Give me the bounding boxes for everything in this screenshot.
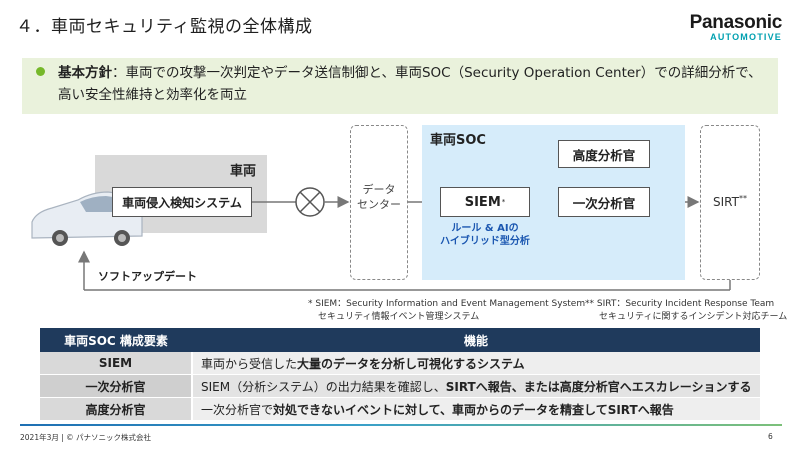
page-number: 6 xyxy=(768,432,773,441)
table-cell-element: SIEM xyxy=(40,352,193,375)
siem-mark: * xyxy=(501,198,506,206)
table-cell-function: 一次分析官で対処できないイベントに対して、車両からのデータを精査してSIRTへ報… xyxy=(192,397,760,421)
footnote-siem-line2: セキュリティ情報イベント管理システム xyxy=(318,312,480,322)
data-center-line1: データ xyxy=(362,183,396,196)
data-center-box xyxy=(350,125,408,280)
function-plain: 車両から受信した xyxy=(201,356,298,371)
logo-sub-text: AUTOMOTIVE xyxy=(710,32,782,42)
bullet-icon xyxy=(36,67,45,76)
footer-divider xyxy=(20,424,782,426)
function-bold: 対処できないイベントに対して、車両からのデータを精査してSIRTへ報告 xyxy=(273,402,674,417)
footnote-siem-line1: * SIEM：Security Information and Event Ma… xyxy=(308,299,586,309)
table-row: 一次分析官 SIEM（分析システム）の出力結果を確認し、SIRTへ報告、または高… xyxy=(40,374,760,398)
sirt-label: SIRT** xyxy=(700,194,760,209)
vehicle-label: 車両 xyxy=(230,164,257,179)
function-bold: SIRTへ報告、または高度分析官へエスカレーションする xyxy=(445,379,752,394)
logo-main-text: Panasonic xyxy=(689,12,783,33)
siem-label: SIEM xyxy=(464,194,501,210)
function-plain: SIEM（分析システム）の出力結果を確認し、 xyxy=(201,379,446,394)
software-update-label: ソフトアップデート xyxy=(98,270,197,283)
soc-label: 車両SOC xyxy=(430,133,486,148)
function-bold: 大量のデータを分析し可視化するシステム xyxy=(297,356,525,371)
policy-text: 基本方針：車両での攻撃一次判定やデータ送信制御と、車両SOC（Security … xyxy=(58,62,770,106)
data-center-label: データ センター xyxy=(350,182,408,212)
footer-copyright: 2021年3月 | © パナソニック株式会社 xyxy=(20,433,152,442)
footnote-sirt-line2: セキュリティに関するインシデント対応チーム xyxy=(599,312,788,322)
initial-analyst-box: 一次分析官 xyxy=(558,187,650,217)
siem-caption-line2: ハイブリッド型分析 xyxy=(440,236,530,247)
advanced-analyst-box: 高度分析官 xyxy=(558,140,650,168)
footnote-siem: * SIEM：Security Information and Event Ma… xyxy=(308,298,585,324)
policy-body: ：車両での攻撃一次判定やデータ送信制御と、車両SOC（Security Oper… xyxy=(58,65,762,103)
policy-box: 基本方針：車両での攻撃一次判定やデータ送信制御と、車両SOC（Security … xyxy=(22,58,778,114)
sirt-box xyxy=(700,125,760,280)
footnote-sirt: ** SIRT：Security Incident Response Team … xyxy=(585,298,787,324)
table-header-row: 車両SOC 構成要素 機能 xyxy=(40,328,760,352)
soc-components-table: 車両SOC 構成要素 機能 SIEM 車両から受信した大量のデータを分析し可視化… xyxy=(40,328,760,421)
table-cell-element: 一次分析官 xyxy=(40,374,193,398)
table-header-element: 車両SOC 構成要素 xyxy=(40,328,192,352)
policy-label: 基本方針 xyxy=(58,65,112,81)
panasonic-logo: Panasonic AUTOMOTIVE xyxy=(689,12,783,42)
table-header-function: 機能 xyxy=(192,328,760,352)
slide-title: ４．車両セキュリティ監視の全体構成 xyxy=(16,17,313,37)
siem-caption: ルール & AIの ハイブリッド型分析 xyxy=(428,222,542,248)
data-center-line2: センター xyxy=(357,198,401,211)
table-row: SIEM 車両から受信した大量のデータを分析し可視化するシステム xyxy=(40,352,760,375)
function-plain: 一次分析官で xyxy=(201,402,274,417)
ids-box: 車両侵入検知システム xyxy=(112,187,252,217)
table-row: 高度分析官 一次分析官で対処できないイベントに対して、車両からのデータを精査して… xyxy=(40,397,760,421)
siem-box: SIEM* xyxy=(440,187,530,217)
table-cell-function: 車両から受信した大量のデータを分析し可視化するシステム xyxy=(192,352,760,375)
sirt-mark: ** xyxy=(738,194,747,203)
sirt-text: SIRT xyxy=(713,195,739,209)
table-cell-element: 高度分析官 xyxy=(40,397,193,421)
footnote-sirt-line1: ** SIRT：Security Incident Response Team xyxy=(585,299,775,309)
table-cell-function: SIEM（分析システム）の出力結果を確認し、SIRTへ報告、または高度分析官へエ… xyxy=(192,374,760,398)
siem-caption-line1: ルール & AIの xyxy=(451,223,519,234)
